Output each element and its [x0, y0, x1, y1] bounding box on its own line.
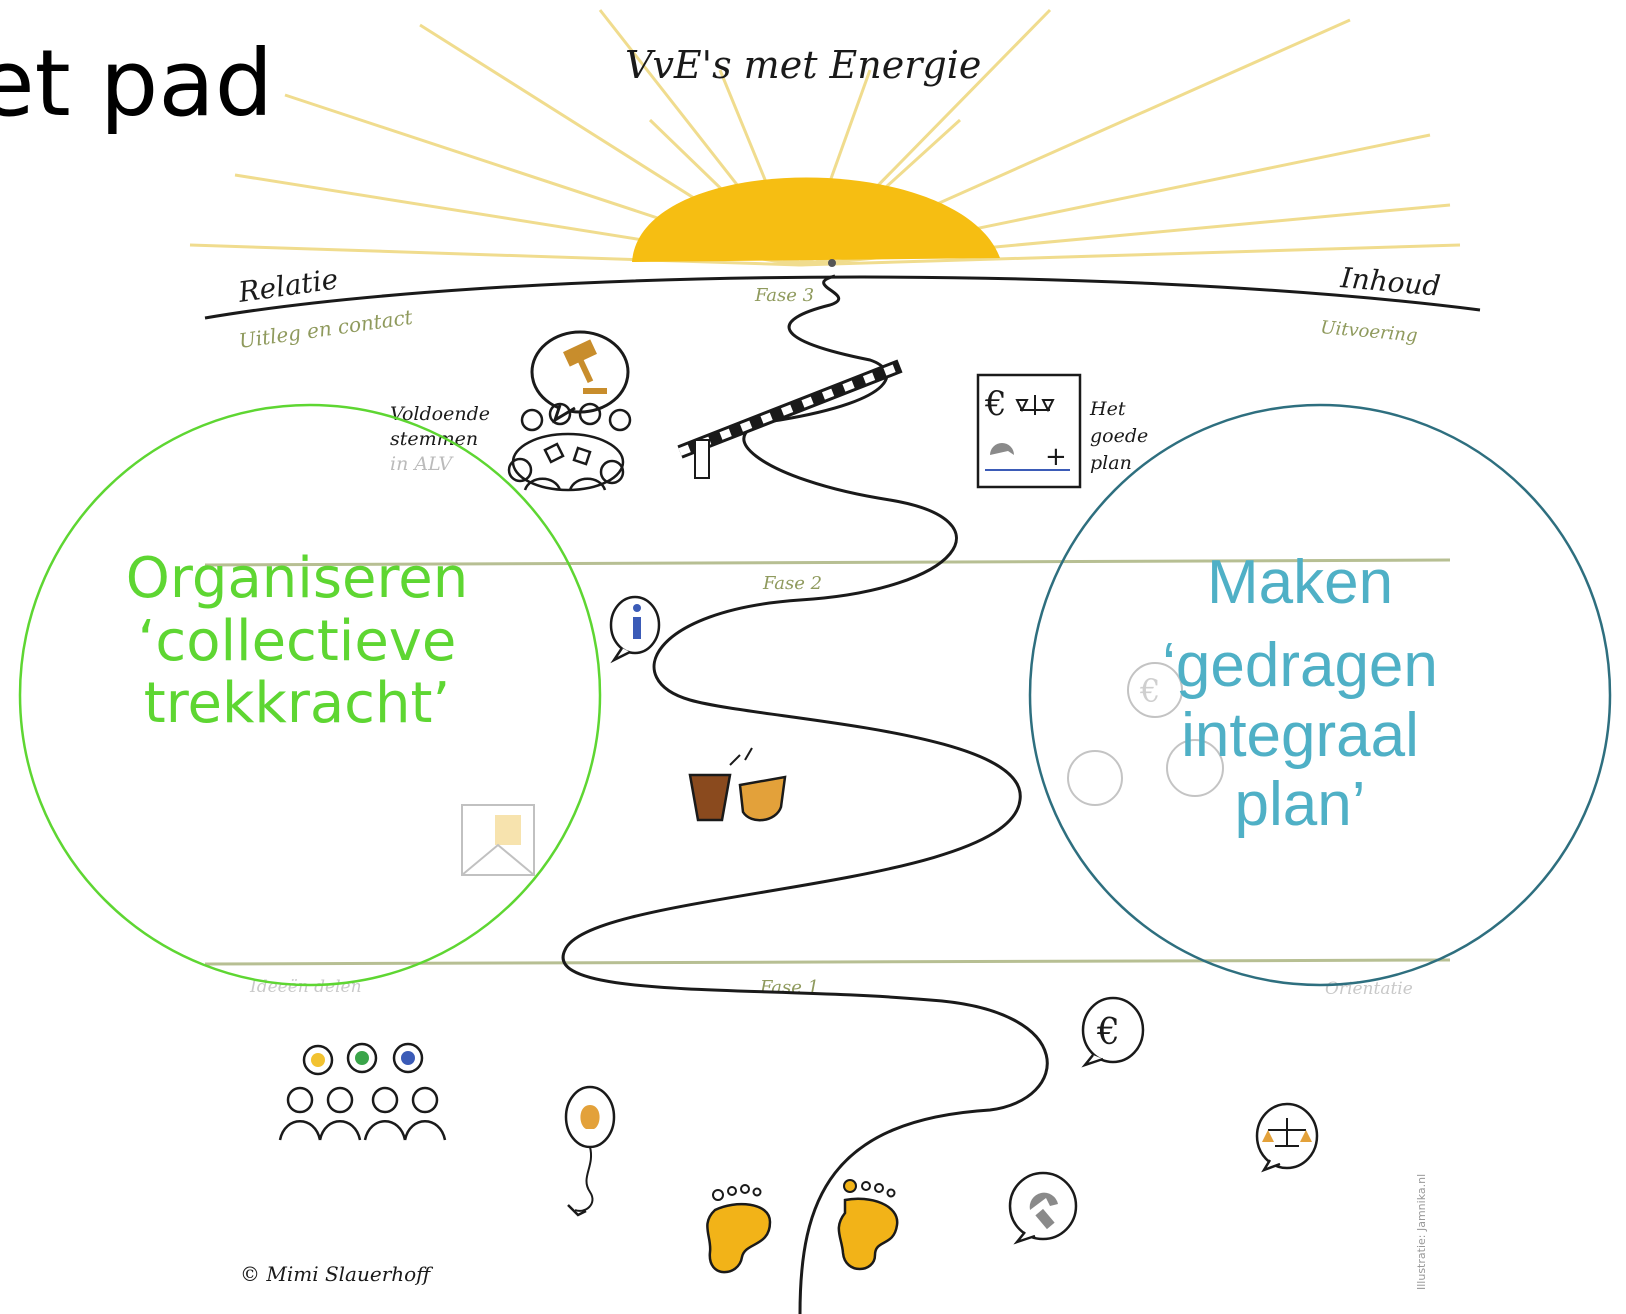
- faded-euro-bubble-icon: €: [1127, 662, 1183, 718]
- right-circle-line-2: ‘gedragen: [1162, 631, 1438, 701]
- left-circle-line-2: ‘collectieve: [137, 608, 457, 674]
- phase-line-1: [204, 958, 1451, 966]
- phase-2-label: Fase 2: [762, 573, 822, 594]
- people-with-ideas-icon: [278, 1042, 447, 1141]
- plan-document-icon: € +: [976, 373, 1082, 489]
- right-subheader: Uitvoering: [1320, 317, 1419, 346]
- svg-text:+: +: [1045, 442, 1067, 472]
- slide-title: et pad: [0, 30, 274, 137]
- copyright-text: © Mimi Slauerhoff: [240, 1262, 434, 1286]
- right-circle-line-1: Maken: [1206, 548, 1394, 617]
- plan-label-line1: Het: [1089, 398, 1126, 420]
- ideas-label: Ideeën delen: [249, 977, 362, 997]
- meeting-group-icon: [507, 402, 632, 492]
- right-circle-outline: [1028, 403, 1612, 987]
- coffee-cups-icon: [688, 747, 787, 822]
- votes-label-line2: stemmen: [390, 428, 478, 450]
- phase-3-label: Fase 3: [754, 285, 814, 306]
- plan-label-line2: goede: [1090, 425, 1148, 447]
- left-circle-line-1: Organiseren: [125, 546, 469, 611]
- footprints-icon: [706, 1179, 899, 1274]
- path-end-dot: [828, 259, 836, 267]
- right-circle-label: Maken ‘gedragen integraal plan’: [1080, 548, 1520, 840]
- info-speech-bubble-icon: [609, 595, 661, 664]
- gavel-speech-bubble-icon: [530, 330, 630, 424]
- svg-text:€: €: [1139, 672, 1160, 710]
- barrier-icon: [677, 359, 903, 479]
- left-circle-outline: [18, 403, 602, 987]
- plan-label-line3: plan: [1090, 452, 1132, 474]
- votes-label-line3: in ALV: [390, 453, 454, 475]
- left-circle-line-3: trekkracht’: [143, 671, 451, 737]
- phase-line-2: [204, 558, 1451, 567]
- scales-speech-bubble-icon: [1255, 1102, 1319, 1173]
- wrench-speech-bubble-icon: [1008, 1171, 1078, 1245]
- left-subheader: Uitleg en contact: [237, 305, 415, 353]
- horizon-line: [204, 275, 1481, 320]
- winding-path: [561, 274, 1049, 1314]
- right-circle-line-3: integraal: [1181, 700, 1419, 770]
- lightbulb-balloon-icon: [564, 1085, 616, 1217]
- faded-wrench-bubbles-icon: [1067, 739, 1224, 806]
- right-circle-line-4: plan’: [1234, 770, 1366, 840]
- euro-speech-bubble-icon: €: [1081, 996, 1145, 1068]
- svg-text:€: €: [984, 384, 1007, 424]
- vertical-credit-text: Illustratie: Jamnika.nl: [1415, 1174, 1428, 1290]
- votes-label-line1: Voldoende: [390, 403, 490, 425]
- sun-shape: [632, 177, 1000, 262]
- left-circle-label: Organiseren ‘collectieve trekkracht’: [62, 546, 532, 737]
- illustration-heading: VvE's met Energie: [625, 43, 981, 87]
- envelope-icon: [461, 804, 535, 876]
- svg-text:€: €: [1096, 1012, 1120, 1053]
